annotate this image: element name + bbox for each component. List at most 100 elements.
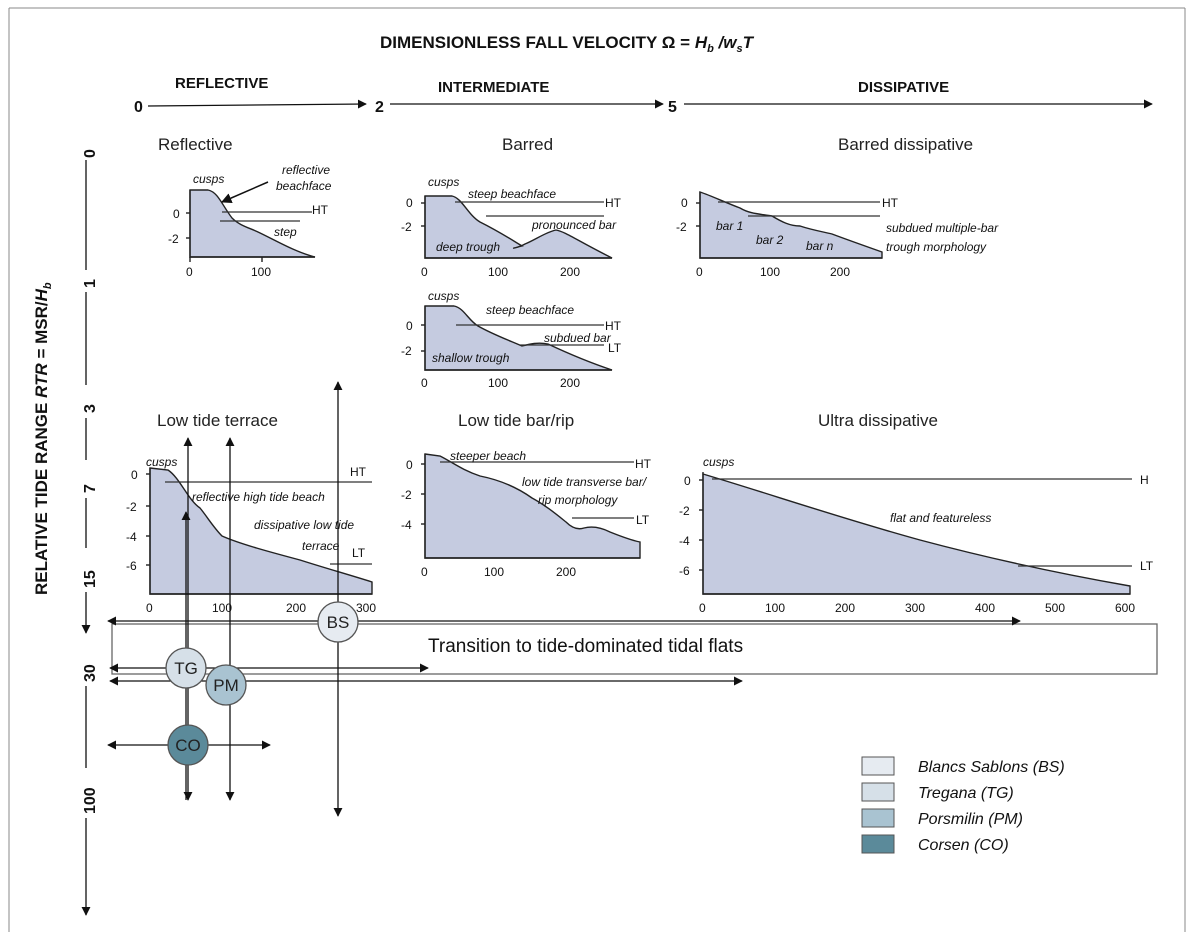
ultra-x-500: 500 [1045,601,1065,615]
header-title: DIMENSIONLESS FALL VELOCITY Ω = Hb /wsT [380,33,755,55]
barred2-x-100: 100 [488,376,508,390]
bd-bar1: bar 1 [716,219,743,233]
ltbr-x-200: 200 [556,565,576,579]
ultra-x-400: 400 [975,601,995,615]
bd-y-2: -2 [676,220,687,234]
barred2-x-200: 200 [560,376,580,390]
state-dissipative: DISSIPATIVE [858,79,949,96]
refl-x-100: 100 [251,265,271,279]
marker-pm-label: PM [213,676,239,695]
ltbr-title: Low tide bar/rip [458,411,574,430]
marker-co [167,724,209,766]
bd-y-0: 0 [681,196,688,210]
refl-step: step [274,225,297,239]
panel-barred-title: Barred [502,135,553,154]
ultra-y-4: -4 [679,534,690,548]
transition-box: Transition to tide-dominated tidal flats [111,623,1158,675]
ltbr-steeper: steeper beach [450,449,526,463]
panel-reflective-title: Reflective [158,135,233,154]
refl-y-0: 0 [173,207,180,221]
ltt-diss-1: dissipative low tide [254,518,354,532]
refl-y-2: -2 [168,232,179,246]
bd-ht: HT [882,196,899,210]
ultra-x-600: 600 [1115,601,1135,615]
ltt-y-0: 0 [131,468,138,482]
barred-bar: pronounced bar [531,218,617,232]
state-intermediate: INTERMEDIATE [438,79,549,96]
site-ranges [107,381,1021,817]
ltt-x-200: 200 [286,601,306,615]
ultra-h: H [1140,473,1149,487]
ltt-cusps: cusps [146,455,177,469]
legend-swatch-tg [861,782,895,802]
barred-y-0: 0 [406,196,413,210]
ultra-y-2: -2 [679,504,690,518]
ultra-flat: flat and featureless [890,511,991,525]
bd-bar2: bar 2 [756,233,784,247]
bd-x-200: 200 [830,265,850,279]
barred2-steep: steep beachface [486,303,574,317]
ltt-ht: HT [350,465,367,479]
barred2-trough: shallow trough [432,351,510,365]
ltbr-lt: LT [636,513,650,527]
omega-tick-0: 0 [134,99,143,116]
bd-sub-1: subdued multiple-bar [886,221,999,235]
ltbr-y-4: -4 [401,518,412,532]
legend-label-co: Corsen (CO) [918,837,1009,854]
barred2-bar: subdued bar [544,331,612,345]
refl-cusps: cusps [193,172,224,186]
ltbr-y-2: -2 [401,488,412,502]
refl-ht: HT [312,203,329,217]
legend-label-pm: Porsmilin (PM) [918,811,1023,828]
legend: Blancs Sablons (BS) Tregana (TG) Porsmil… [861,756,1065,854]
site-markers: BS TG PM CO [165,601,359,766]
ltt-x-100: 100 [212,601,232,615]
legend-swatch-co [861,834,895,854]
panel-ultra-dissipative: Ultra dissipative 0 -2 -4 -6 0 100 200 3… [679,411,1154,615]
ltbr-x-100: 100 [484,565,504,579]
ultra-lt: LT [1140,559,1154,573]
panel-barred-2: 0 -2 0 100 200 cusps steep beachface HT … [401,289,622,390]
ltt-refl: reflective high tide beach [192,490,325,504]
bd-barn: bar n [806,239,834,253]
barred2-lt: LT [608,341,622,355]
rtr-tick-3: 3 [82,404,99,413]
ltt-y-4: -4 [126,530,137,544]
barred2-y-0: 0 [406,319,413,333]
ultra-title: Ultra dissipative [818,411,938,430]
ltt-title: Low tide terrace [157,411,278,430]
omega-arrow-1 [147,99,367,109]
barred-trough: deep trough [436,240,500,254]
rtr-tick-15: 15 [82,570,99,588]
ltbr-tb-1: low tide transverse bar/ [522,475,648,489]
ultra-x-200: 200 [835,601,855,615]
panel-low-tide-terrace: Low tide terrace 0 -2 -4 -6 0 100 200 30… [126,411,376,615]
barred2-ht: HT [605,319,622,333]
rtr-tick-100: 100 [82,787,99,814]
omega-tick-2: 2 [375,99,384,116]
marker-co-label: CO [175,736,201,755]
rtr-tick-0: 0 [82,149,99,158]
barred-steep: steep beachface [468,187,556,201]
ltbr-y-0: 0 [406,458,413,472]
bd-x-0: 0 [696,265,703,279]
rtr-tick-7: 7 [82,484,99,493]
y-axis-label: RELATIVE TIDE RANGE RTR = MSR/Hb [32,282,54,595]
ltbr-ht: HT [635,457,652,471]
rtr-tick-30: 30 [82,664,99,682]
ltt-y-6: -6 [126,559,137,573]
ltt-y-2: -2 [126,500,137,514]
barred-x-0: 0 [421,265,428,279]
bd-x-100: 100 [760,265,780,279]
marker-bs-label: BS [327,613,350,632]
panel-barred: Barred 0 -2 0 100 200 cusps steep beachf… [401,135,622,279]
legend-label-bs: Blancs Sablons (BS) [918,759,1065,776]
barred-x-100: 100 [488,265,508,279]
ultra-x-300: 300 [905,601,925,615]
refl-beachface-1: reflective [282,163,330,177]
ltt-x-300: 300 [356,601,376,615]
barred-cusps: cusps [428,175,459,189]
ltt-x-0: 0 [146,601,153,615]
barred-y-2: -2 [401,220,412,234]
legend-swatch-bs [861,756,895,776]
